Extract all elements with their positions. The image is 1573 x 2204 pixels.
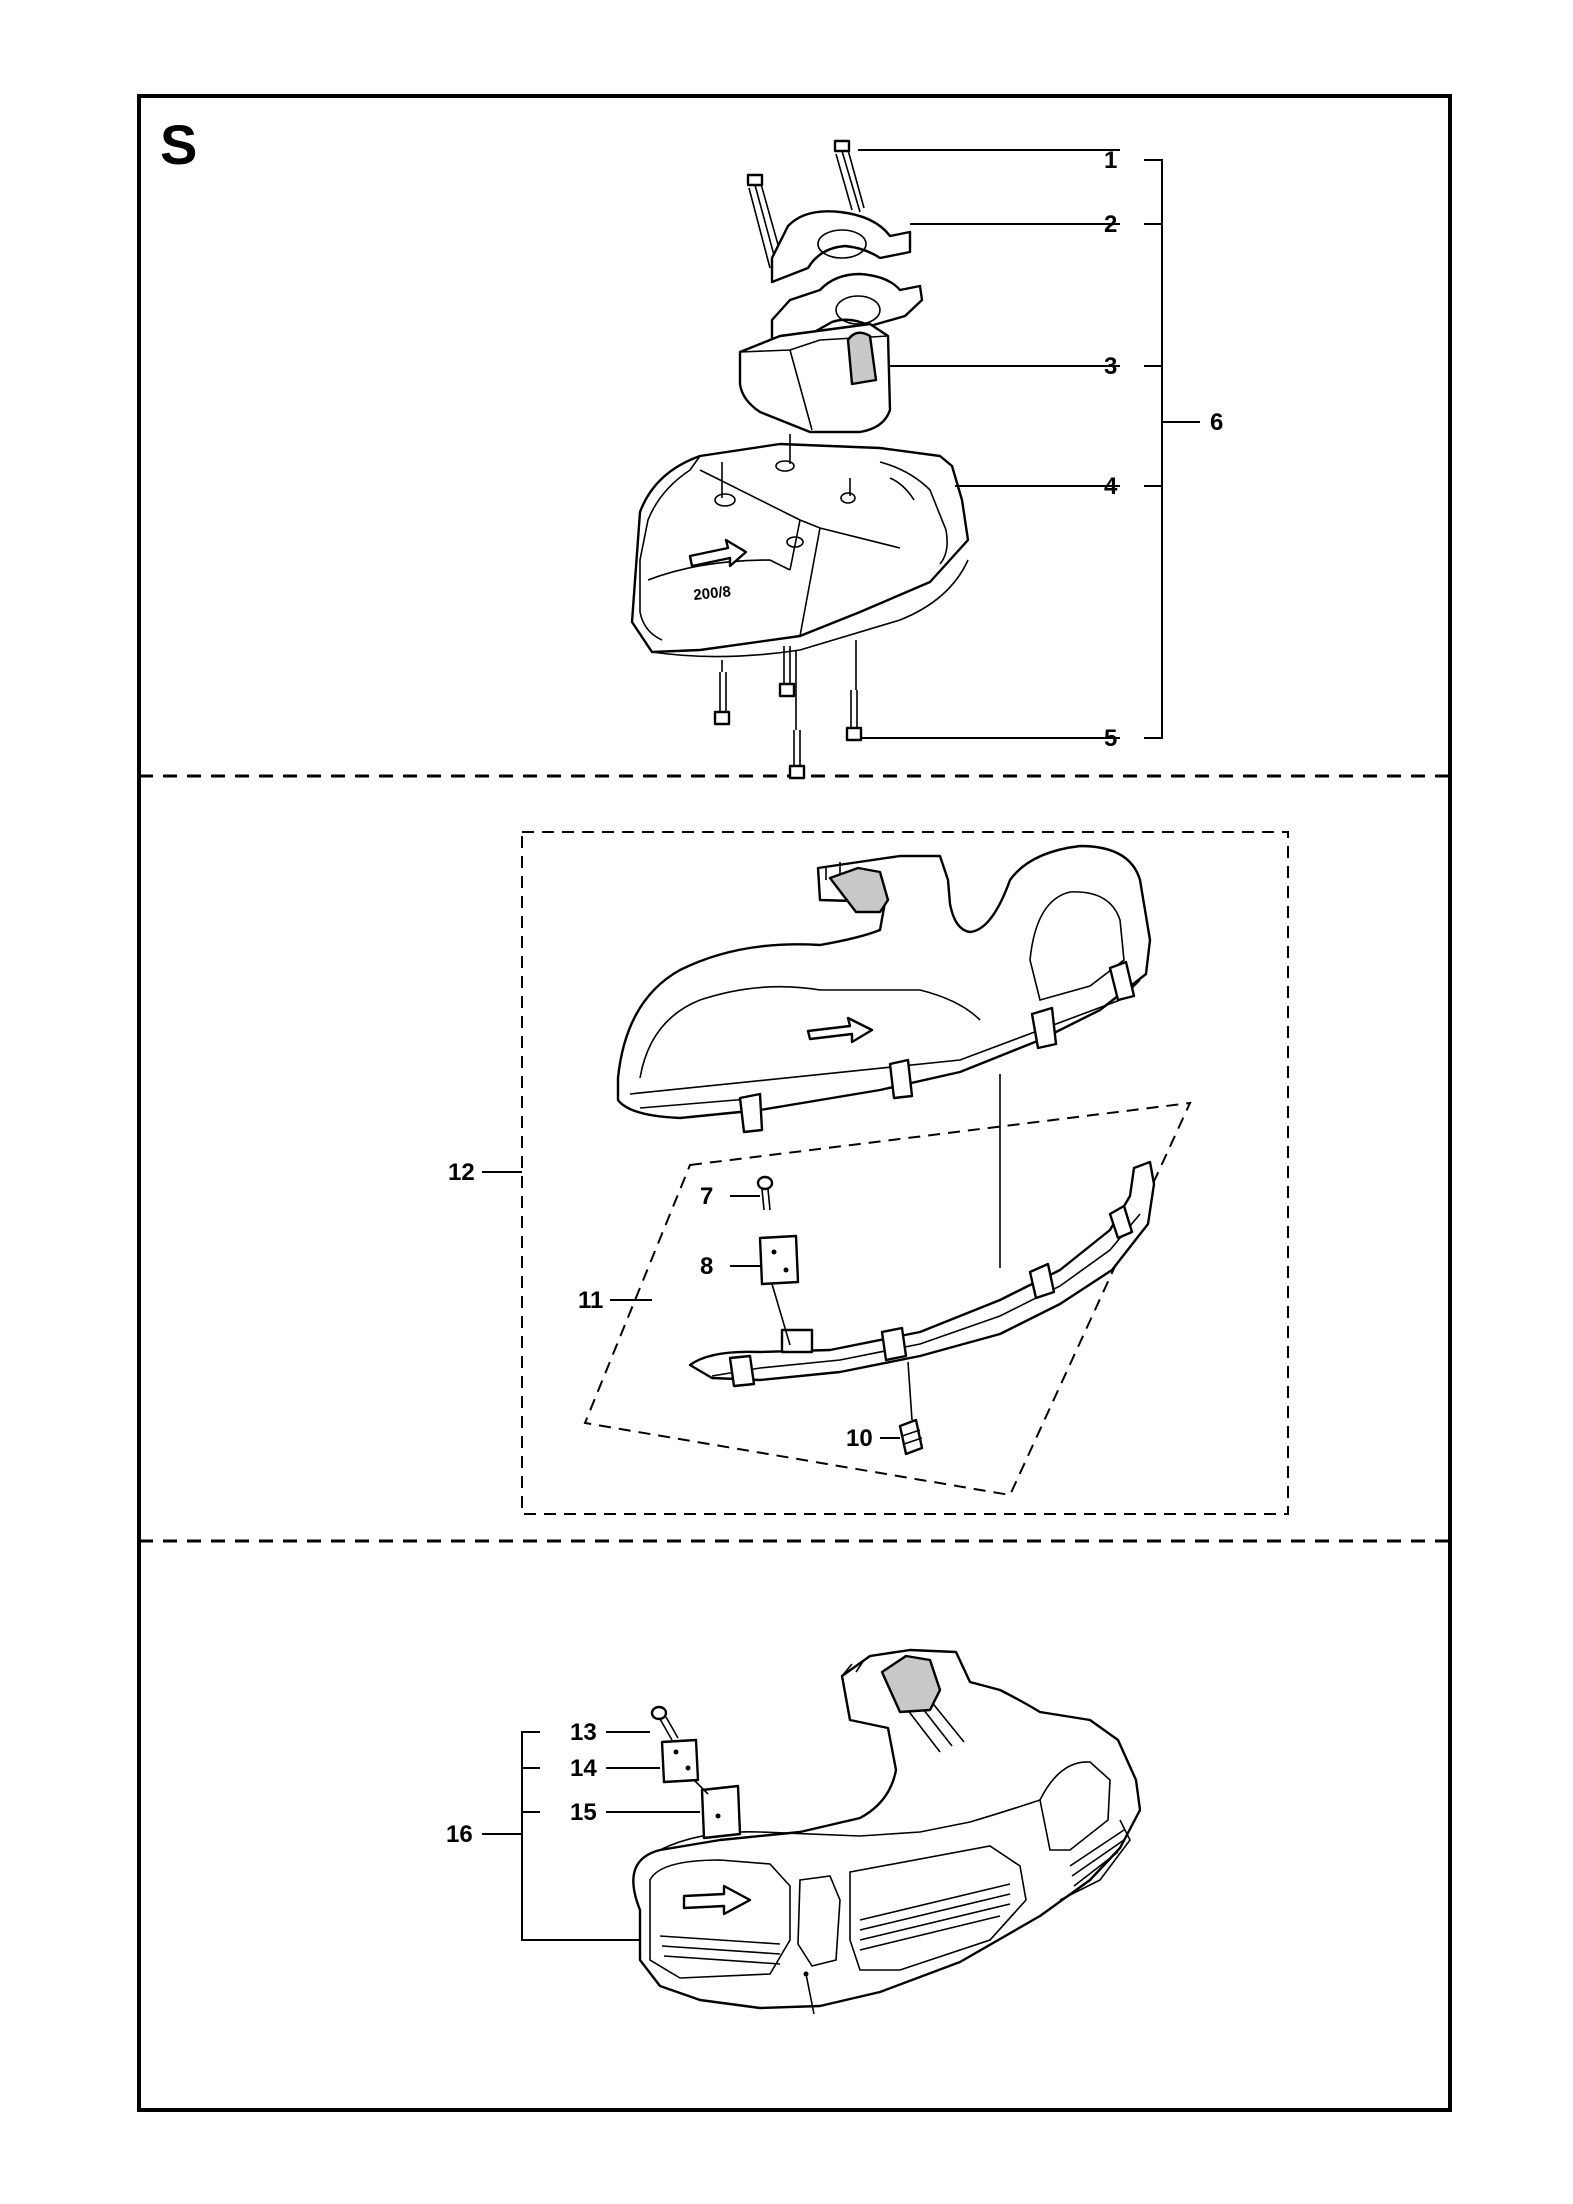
skirt-clip-part xyxy=(898,1418,924,1456)
line-cutter-part xyxy=(758,1234,800,1286)
assembly-11-outline xyxy=(583,1101,1192,1497)
guard-skirt-part xyxy=(688,1160,1156,1382)
callout-2: 2 xyxy=(1104,211,1117,238)
callout-7: 7 xyxy=(700,1183,713,1210)
callout-5: 5 xyxy=(1104,725,1117,752)
callout-8: 8 xyxy=(700,1253,713,1280)
callout-6: 6 xyxy=(1210,409,1223,436)
assembly-12-box xyxy=(521,831,1289,1515)
guard-skirt-assembly xyxy=(482,831,1289,1515)
callout-11: 11 xyxy=(578,1287,603,1314)
callout-12: 12 xyxy=(448,1159,475,1186)
callout-10: 10 xyxy=(846,1425,873,1452)
callout-14: 14 xyxy=(570,1755,597,1782)
callout-3: 3 xyxy=(1104,353,1117,380)
callout-16: 16 xyxy=(446,1821,473,1848)
guard-size-marking: 200/8 xyxy=(693,583,732,604)
guard-assembly-top: 200/8 xyxy=(630,139,1200,780)
line-cutter-holder-part xyxy=(700,1784,742,1840)
callout-13: 13 xyxy=(570,1719,597,1746)
section-letter: S xyxy=(160,113,197,176)
trimmer-guard-part xyxy=(630,442,970,654)
line-cutter-part-2 xyxy=(660,1738,700,1784)
callout-15: 15 xyxy=(570,1799,597,1826)
guard-screw-part xyxy=(713,640,863,780)
guard-body-part xyxy=(616,844,1152,1120)
callout-4: 4 xyxy=(1104,473,1118,500)
clamp-upper-part xyxy=(770,210,912,284)
page-frame xyxy=(137,94,1452,2112)
guard-assembly-bottom xyxy=(482,1648,1142,2015)
callout-1: 1 xyxy=(1104,147,1117,174)
